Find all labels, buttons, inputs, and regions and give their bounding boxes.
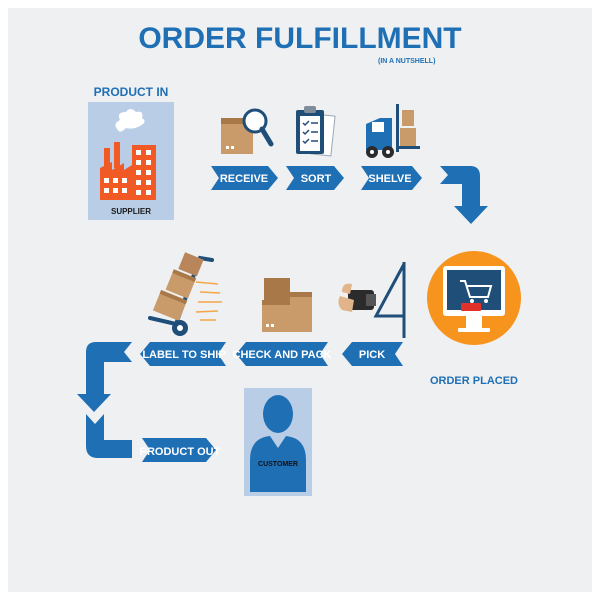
check-and-pack-step: CHECK AND PACK — [233, 342, 332, 366]
product-in-heading: PRODUCT IN — [94, 85, 169, 99]
sort-step: SORT — [286, 166, 344, 190]
page-title: ORDER FULFILLMENT — [138, 22, 461, 55]
order-placed-node: ORDER PLACED — [427, 251, 521, 387]
shelve-step: SHELVE — [361, 166, 422, 190]
customer-avatar-icon — [250, 395, 306, 492]
left-corner-arrow-right-icon — [86, 414, 132, 458]
hand-truck-boxes-icon — [148, 252, 222, 336]
label-to-ship-step: LABEL TO SHIP — [140, 342, 226, 366]
order-placed-label: ORDER PLACED — [430, 375, 518, 387]
receive-label: RECEIVE — [220, 173, 268, 185]
check-and-pack-boxes-icon — [262, 278, 312, 332]
page-subtitle: (IN A NUTSHELL) — [378, 58, 435, 65]
shelve-forklift-icon — [366, 104, 420, 158]
corner-arrow-down-icon — [440, 166, 488, 224]
customer-card: CUSTOMER — [244, 388, 312, 496]
supplier-card: SUPPLIER — [88, 102, 174, 220]
check-and-pack-label: CHECK AND PACK — [233, 349, 332, 361]
customer-label: CUSTOMER — [258, 461, 298, 468]
computer-cart-icon — [443, 266, 505, 332]
product-out-label: PRODUCT OUT — [140, 446, 221, 458]
supplier-label: SUPPLIER — [111, 207, 151, 216]
shelve-label: SHELVE — [368, 173, 411, 185]
label-to-ship-label: LABEL TO SHIP — [142, 349, 225, 361]
pick-label: PICK — [359, 349, 385, 361]
left-corner-arrow-down-icon — [77, 342, 132, 412]
product-out-step: PRODUCT OUT — [140, 438, 221, 462]
receive-box-magnifier-icon — [221, 108, 274, 154]
sort-label: SORT — [301, 173, 332, 185]
pick-scanner-icon — [338, 262, 406, 338]
factory-icon — [100, 109, 156, 200]
sort-clipboard-icon — [296, 106, 336, 157]
receive-step: RECEIVE — [211, 166, 278, 190]
pick-step: PICK — [342, 342, 403, 366]
